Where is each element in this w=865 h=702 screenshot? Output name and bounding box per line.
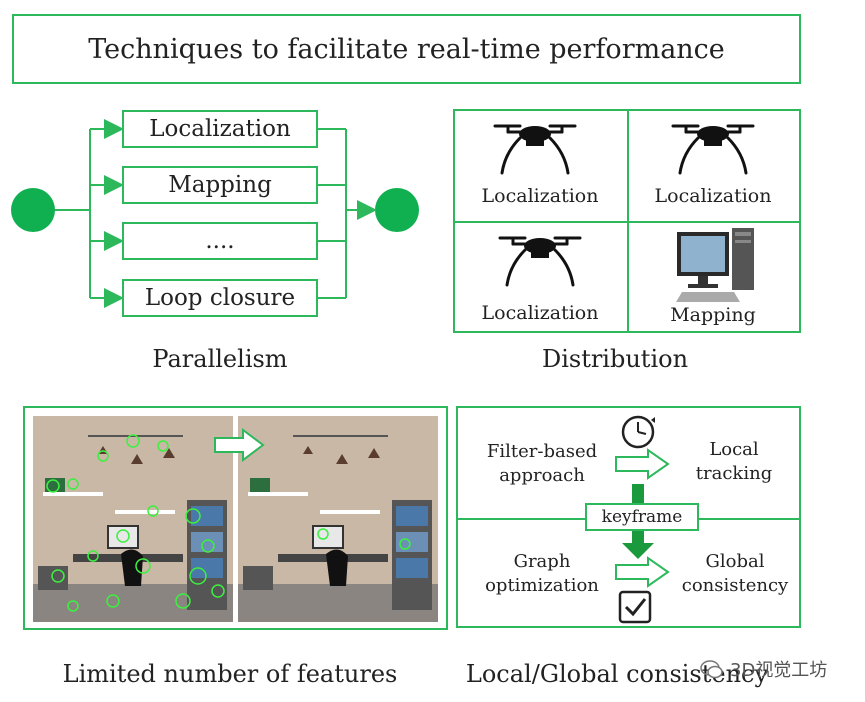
wechat-icon bbox=[700, 660, 723, 679]
clock-icon bbox=[621, 415, 655, 449]
local-tracking-label: Local tracking bbox=[695, 439, 773, 484]
filter-based-label: Filter-based approach bbox=[486, 441, 598, 486]
checkbox-checked-icon bbox=[618, 590, 652, 624]
dist-cell-label-2: Localization bbox=[654, 185, 772, 207]
parallelism-caption: Parallelism bbox=[152, 345, 288, 373]
parallel-box-loop-closure: Loop closure bbox=[122, 279, 318, 317]
parallel-box-mapping: Mapping bbox=[122, 166, 318, 204]
local-tracking-arrow-icon bbox=[615, 448, 670, 480]
transition-arrow-icon bbox=[214, 428, 265, 462]
dist-cell-label-4: Mapping bbox=[670, 304, 756, 326]
drone-icon bbox=[493, 124, 577, 175]
features-caption: Limited number of features bbox=[62, 660, 398, 688]
start-node bbox=[11, 188, 55, 232]
down-arrow-icon bbox=[622, 531, 654, 559]
down-arrow-top bbox=[632, 484, 644, 504]
drone-icon bbox=[671, 124, 755, 175]
watermark: 3D视觉工坊 bbox=[700, 656, 827, 682]
features-panel bbox=[23, 406, 448, 630]
watermark-text: 3D视觉工坊 bbox=[730, 660, 828, 681]
end-node bbox=[375, 188, 419, 232]
desktop-computer-icon bbox=[676, 228, 754, 302]
dist-cell-label-1: Localization bbox=[481, 185, 599, 207]
parallel-box-ellipsis: .... bbox=[122, 222, 318, 260]
dist-cell-label-3: Localization bbox=[481, 302, 599, 324]
distribution-grid bbox=[453, 109, 801, 333]
graph-optimization-label: Graph optimization bbox=[485, 551, 599, 596]
keyframe-box: keyframe bbox=[585, 503, 699, 531]
page-title: Techniques to facilitate real-time perfo… bbox=[12, 14, 801, 84]
room-scene-illustration bbox=[33, 416, 438, 622]
drone-icon bbox=[498, 236, 582, 287]
parallel-box-localization: Localization bbox=[122, 110, 318, 148]
global-consistency-label: Global consistency bbox=[681, 551, 789, 596]
distribution-caption: Distribution bbox=[541, 345, 689, 373]
parallelism-flow-lines bbox=[11, 119, 419, 308]
global-consistency-arrow-icon bbox=[615, 556, 670, 588]
